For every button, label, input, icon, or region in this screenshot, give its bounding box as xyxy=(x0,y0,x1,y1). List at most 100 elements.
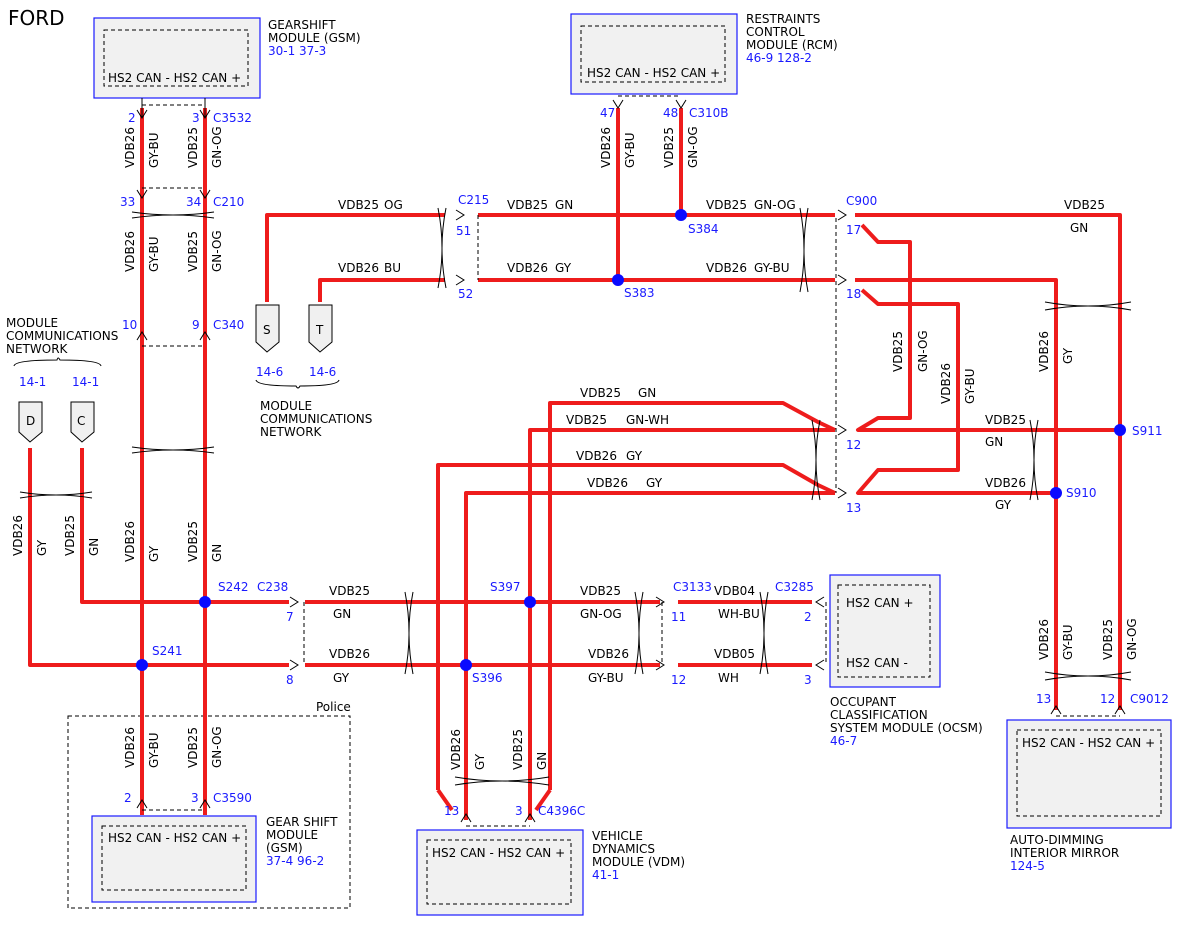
pin-3-c3532: 3 xyxy=(192,111,200,125)
splice-s383[interactable] xyxy=(612,274,624,286)
wire-label-mirror-top-color: GN xyxy=(1070,221,1088,235)
pin-2-c3590: 2 xyxy=(124,791,132,805)
connector-c215[interactable]: C215 xyxy=(458,193,489,207)
wire-label-vdm-gnwh-code: VDB25 xyxy=(566,413,607,427)
connector-c310b[interactable]: C310B xyxy=(689,106,729,120)
wire-c900-17-to-12 xyxy=(856,223,1120,432)
splice-s397[interactable] xyxy=(524,596,536,608)
wire-s-tag-c215 xyxy=(265,213,445,302)
wire-c-to-s242 xyxy=(80,448,205,604)
mirror-ref[interactable]: 124-5 xyxy=(1010,859,1045,873)
gsm-top-name-2: MODULE (GSM) xyxy=(268,31,361,45)
connector-c3133[interactable]: C3133 xyxy=(673,580,712,594)
gsm-bottom-ref[interactable]: 37-4 96-2 xyxy=(266,854,324,868)
connector-c340[interactable]: C340 xyxy=(213,318,244,332)
wire-label-vdm-gy-top-code: VDB26 xyxy=(576,449,617,463)
network-mid-ref-2[interactable]: 14-6 xyxy=(309,365,336,379)
splice-s241-label[interactable]: S241 xyxy=(152,644,183,658)
gsm-bottom-module[interactable]: HS2 CAN - HS2 CAN + xyxy=(91,815,257,903)
connector-c210[interactable]: C210 xyxy=(213,195,244,209)
wire-label-s911-code: VDB25 xyxy=(985,413,1026,427)
vlabel-mid-2-color: GN xyxy=(210,544,224,562)
pin-11: 11 xyxy=(671,610,686,624)
vlabel-rcm-1-code: VDB26 xyxy=(599,127,613,168)
wire-label-c900-gnog-color: GN-OG xyxy=(754,198,796,212)
ocsm-module[interactable]: HS2 CAN + HS2 CAN - xyxy=(829,574,941,688)
wire-label-vdm-gy-code: VDB26 xyxy=(587,476,628,490)
splice-s910-label[interactable]: S910 xyxy=(1066,486,1097,500)
pin-13-c900: 13 xyxy=(846,501,861,515)
wire-label-mirror-top-code: VDB25 xyxy=(1064,198,1105,212)
gsm-top-module[interactable]: HS2 CAN - HS2 CAN + xyxy=(93,17,261,99)
wire-label-c215-gn-color: GN xyxy=(555,198,573,212)
splice-s396-label[interactable]: S396 xyxy=(472,671,503,685)
splice-s396[interactable] xyxy=(460,659,472,671)
splice-s383-label[interactable]: S383 xyxy=(624,286,655,300)
network-left-brace xyxy=(13,357,102,367)
vlabel-rcm-2-code: VDB25 xyxy=(662,127,676,168)
vlabel-mirror-1-code: VDB26 xyxy=(1037,619,1051,660)
splice-s911[interactable] xyxy=(1114,424,1126,436)
ocsm-name-2: CLASSIFICATION xyxy=(830,708,928,722)
vlabel-c-color: GN xyxy=(87,538,101,556)
network-mid-ref-1[interactable]: 14-6 xyxy=(256,365,283,379)
wire-label-s911-color: GN xyxy=(985,435,1003,449)
network-mid-title-3: NETWORK xyxy=(260,425,323,439)
rcm-name-1: RESTRAINTS xyxy=(746,12,820,26)
connector-c900[interactable]: C900 xyxy=(846,194,877,208)
gsm-bottom-name-3: (GSM) xyxy=(266,841,303,855)
splice-s242[interactable] xyxy=(199,596,211,608)
splice-s911-label[interactable]: S911 xyxy=(1132,424,1163,438)
rcm-can-label: HS2 CAN - HS2 CAN + xyxy=(587,66,720,80)
connector-c238[interactable]: C238 xyxy=(257,580,288,594)
pin-12-c900: 12 xyxy=(846,438,861,452)
tag-s[interactable]: S xyxy=(255,304,280,353)
gsm-top-ref[interactable]: 30-1 37-3 xyxy=(268,44,326,58)
network-left-ref-2[interactable]: 14-1 xyxy=(72,375,99,389)
splice-s384-label[interactable]: S384 xyxy=(688,222,719,236)
pin-2-c3285: 2 xyxy=(804,610,812,624)
splice-s241[interactable] xyxy=(136,659,148,671)
connector-c9012[interactable]: C9012 xyxy=(1130,692,1169,706)
pin-3-c3285: 3 xyxy=(804,673,812,687)
pin-34: 34 xyxy=(186,195,201,209)
network-left-title-3: NETWORK xyxy=(6,342,69,356)
vlabel-vdm-1-color: GY xyxy=(473,753,487,770)
wire-label-c900-gybu-code: VDB26 xyxy=(706,261,747,275)
mirror-module[interactable]: HS2 CAN - HS2 CAN + xyxy=(1006,719,1172,829)
tag-d[interactable]: D xyxy=(18,401,43,443)
connector-c3532[interactable]: C3532 xyxy=(213,111,252,125)
wire-label-s910-color: GY xyxy=(995,498,1012,512)
connector-c4396c[interactable]: C4396C xyxy=(538,804,585,818)
ocsm-ref[interactable]: 46-7 xyxy=(830,734,857,748)
connector-c3590[interactable]: C3590 xyxy=(213,791,252,805)
police-region xyxy=(67,715,351,909)
tag-d-label: D xyxy=(26,414,35,428)
vlabel-police-2-color: GN-OG xyxy=(210,726,224,768)
wire-label-s910-code: VDB26 xyxy=(985,476,1026,490)
pin-9: 9 xyxy=(192,318,200,332)
tag-c[interactable]: C xyxy=(70,401,95,443)
rcm-module[interactable]: HS2 CAN - HS2 CAN + xyxy=(570,13,738,95)
vdm-ref[interactable]: 41-1 xyxy=(592,868,619,882)
network-left-title-2: COMMUNICATIONS xyxy=(6,329,118,343)
vlabel-right-1-code: VDB26 xyxy=(1037,331,1051,372)
splice-s242-label[interactable]: S242 xyxy=(218,580,249,594)
splice-s384[interactable] xyxy=(675,209,687,221)
network-left-ref-1[interactable]: 14-1 xyxy=(19,375,46,389)
rcm-name-3: MODULE (RCM) xyxy=(746,38,838,52)
vdm-name-1: VEHICLE xyxy=(592,829,643,843)
splice-s910[interactable] xyxy=(1050,487,1062,499)
vdm-module[interactable]: HS2 CAN - HS2 CAN + xyxy=(416,829,584,916)
rcm-ref[interactable]: 46-9 128-2 xyxy=(746,51,812,65)
pin-13-c4396c: 13 xyxy=(444,804,459,818)
wire-label-vdm-gn-code: VDB25 xyxy=(580,386,621,400)
pin-2-c3532: 2 xyxy=(128,111,136,125)
vlabel-c210-2-code: VDB25 xyxy=(186,231,200,272)
tag-t[interactable]: T xyxy=(308,304,333,353)
splice-s397-label[interactable]: S397 xyxy=(490,580,521,594)
wire-label-ocsm-wh: WH xyxy=(718,671,739,685)
pin-12-c9012: 12 xyxy=(1100,692,1115,706)
connector-c3285[interactable]: C3285 xyxy=(775,580,814,594)
network-mid-title-1: MODULE xyxy=(260,399,312,413)
